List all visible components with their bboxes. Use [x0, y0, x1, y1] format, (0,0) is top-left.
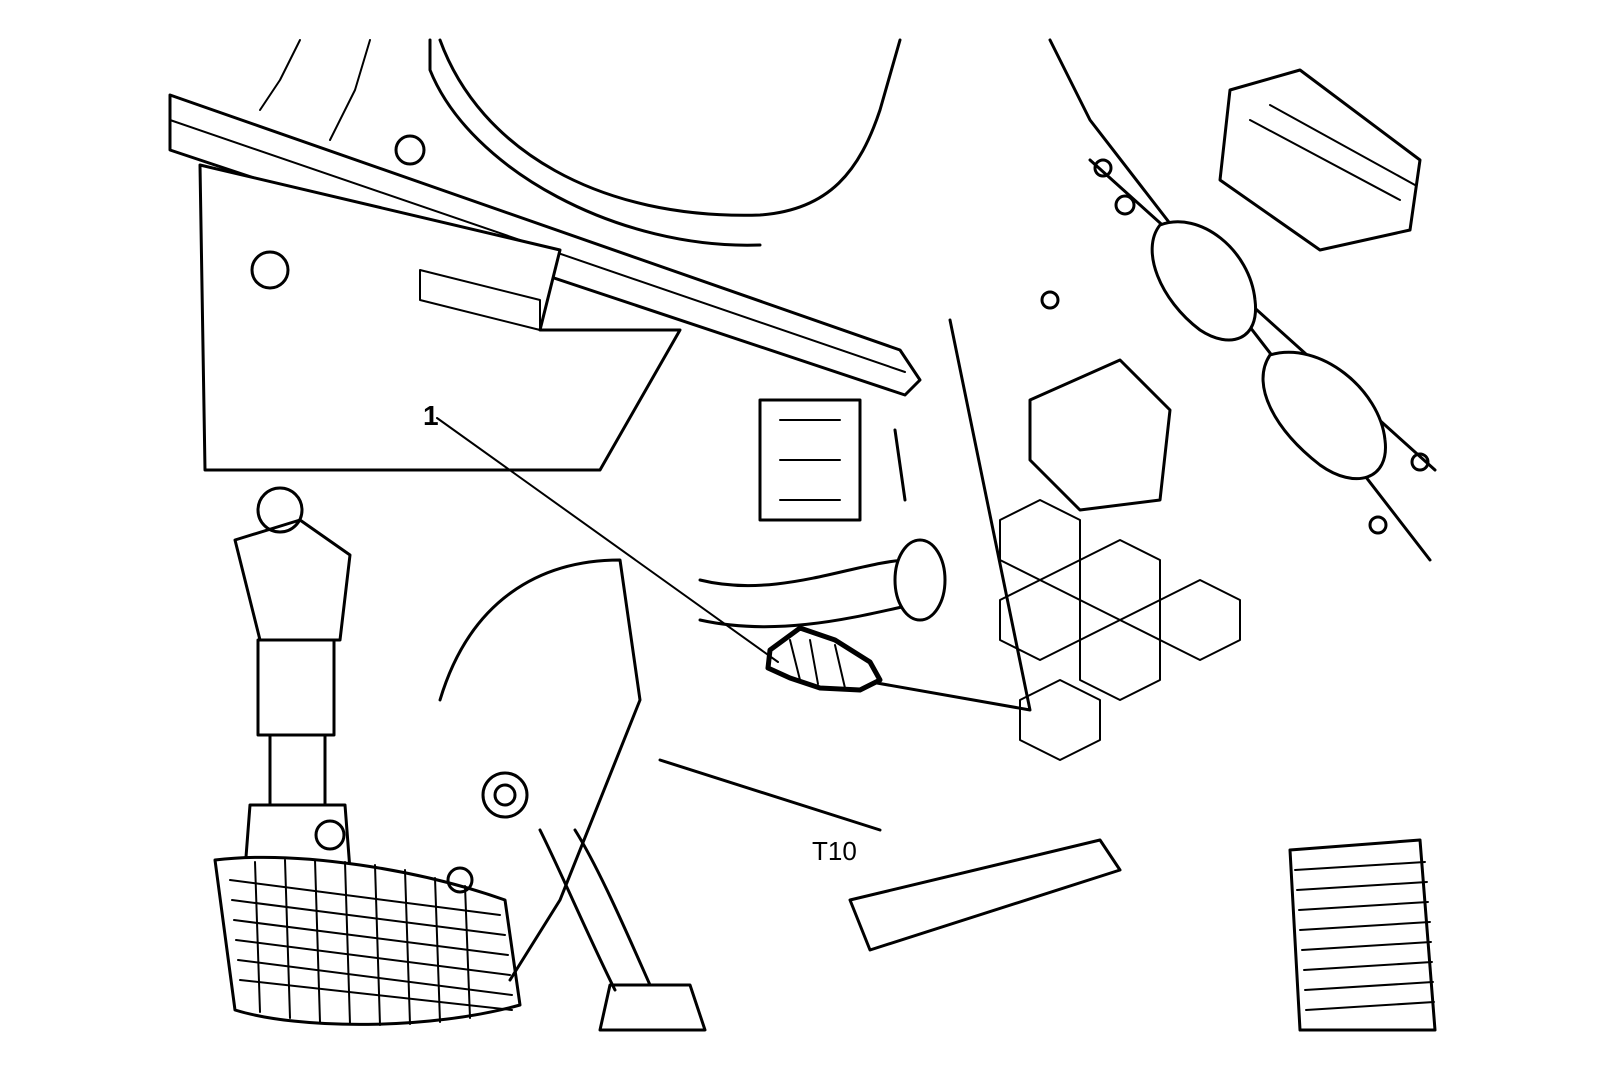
- brake-pedal-arm: [438, 558, 642, 982]
- callout-1: 1: [423, 400, 779, 663]
- accelerator-pedal: [538, 828, 707, 1032]
- highlighted-connector: [765, 625, 883, 693]
- lower-support-rod: [658, 758, 1122, 952]
- bellows-boot: [1288, 838, 1437, 1032]
- connector-block-right: [1028, 358, 1172, 512]
- wiring-harness: [698, 398, 947, 629]
- brake-pedal-pad: [213, 855, 522, 1026]
- callout-1-leader: [436, 417, 779, 663]
- steering-shaft: [233, 486, 352, 872]
- reference-outline: [858, 318, 1032, 712]
- callout-1-label: 1: [423, 400, 439, 431]
- part-code-label: T10: [812, 836, 857, 866]
- right-side-panel: [1040, 38, 1437, 562]
- control-module: [1218, 68, 1422, 252]
- steering-column-housing: [259, 38, 902, 247]
- honeycomb-structure: [999, 499, 1241, 761]
- bracket-plate: [198, 134, 682, 472]
